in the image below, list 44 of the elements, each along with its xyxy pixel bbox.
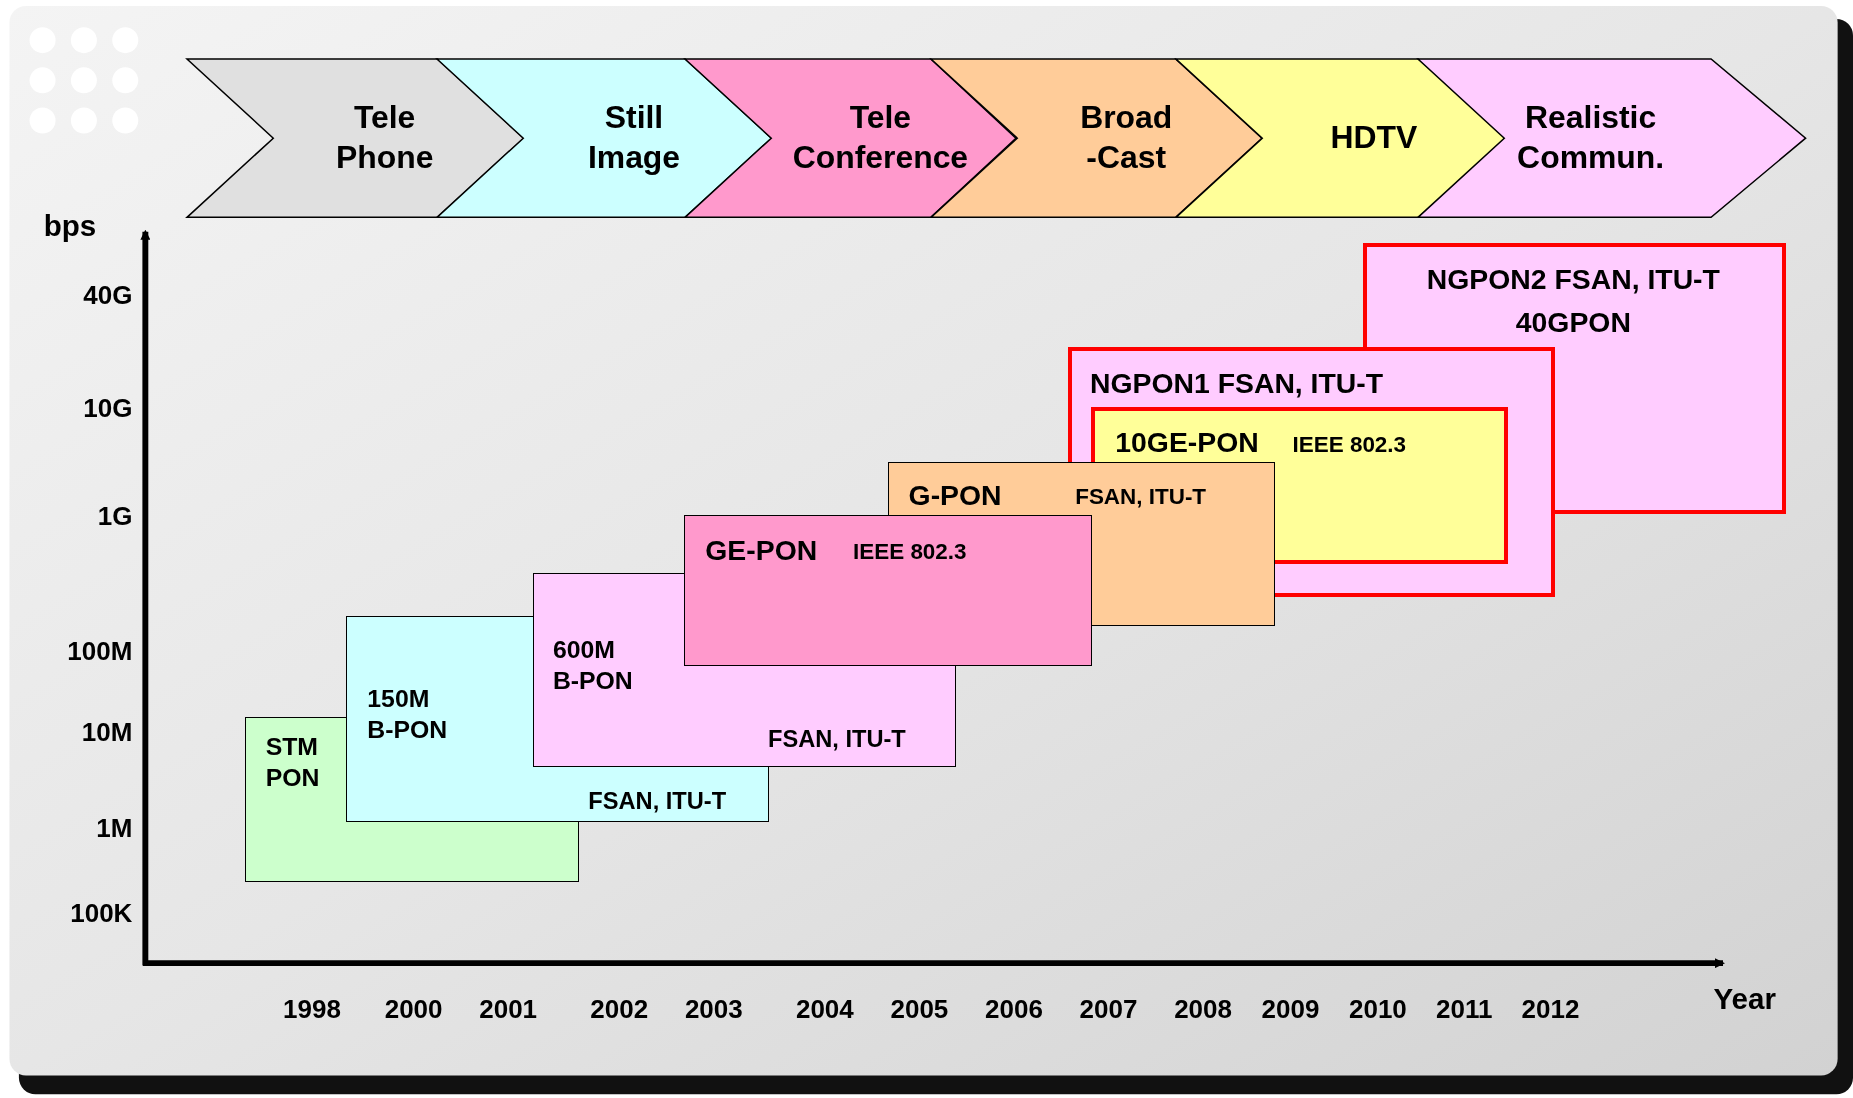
stage-label: Realistic Commun. <box>1517 98 1665 178</box>
tick-label: 100K <box>70 896 133 930</box>
standards-label: IEEE 802.3 <box>1292 431 1407 460</box>
standards-label: IEEE 802.3 <box>853 537 967 566</box>
technology-label: NGPON2 FSAN, ITU-T <box>1426 261 1720 297</box>
tick-label: 2008 <box>1174 992 1232 1026</box>
technology-label: 10GE-PON <box>1115 425 1259 461</box>
technology-label: NGPON1 FSAN, ITU-T <box>1090 365 1384 401</box>
technology-box <box>684 515 1092 667</box>
tick-label: 1M <box>96 811 133 845</box>
standards-label: FSAN, ITU-T <box>767 725 906 755</box>
tick-label: 1G <box>97 499 133 533</box>
tick-label: 1998 <box>283 992 341 1026</box>
tick-label: 2010 <box>1349 992 1407 1026</box>
tick-label: 2001 <box>479 992 538 1026</box>
axis-unit-label: bps <box>43 208 97 244</box>
technology-label: 150M B-PON <box>367 683 448 745</box>
tick-label: 2012 <box>1521 992 1580 1026</box>
standards-label: FSAN, ITU-T <box>588 786 727 816</box>
axis-title: Year <box>1713 980 1776 1017</box>
tick-label: 2002 <box>590 992 649 1026</box>
tick-label: 10M <box>81 716 133 749</box>
tick-label: 100M <box>67 634 133 668</box>
standards-label: FSAN, ITU-T <box>1075 483 1207 512</box>
tick-label: 2011 <box>1436 992 1493 1026</box>
stage-label: Still Image <box>587 98 681 178</box>
tick-label: 2009 <box>1261 992 1320 1026</box>
stage-label: Tele Phone <box>335 98 434 178</box>
tick-label: 2004 <box>795 992 854 1026</box>
stage-label: Tele Conference <box>792 98 969 178</box>
technology-label: G-PON <box>908 478 1002 514</box>
stage-label: Broad -Cast <box>1080 98 1173 178</box>
tick-label: 2003 <box>684 992 743 1026</box>
tick-label: 2006 <box>985 992 1043 1026</box>
tick-label: 10G <box>83 392 133 425</box>
tick-label: 2000 <box>384 992 443 1026</box>
technology-label: 600M B-PON <box>552 635 633 697</box>
tick-label: 2005 <box>890 992 949 1026</box>
technology-label: GE-PON <box>705 532 818 568</box>
stage-label: HDTV <box>1330 118 1418 158</box>
tick-label: 2007 <box>1079 992 1138 1026</box>
standards-label: 40GPON <box>1515 305 1631 341</box>
tick-label: 40G <box>83 278 133 312</box>
technology-label: STM PON <box>265 732 320 794</box>
